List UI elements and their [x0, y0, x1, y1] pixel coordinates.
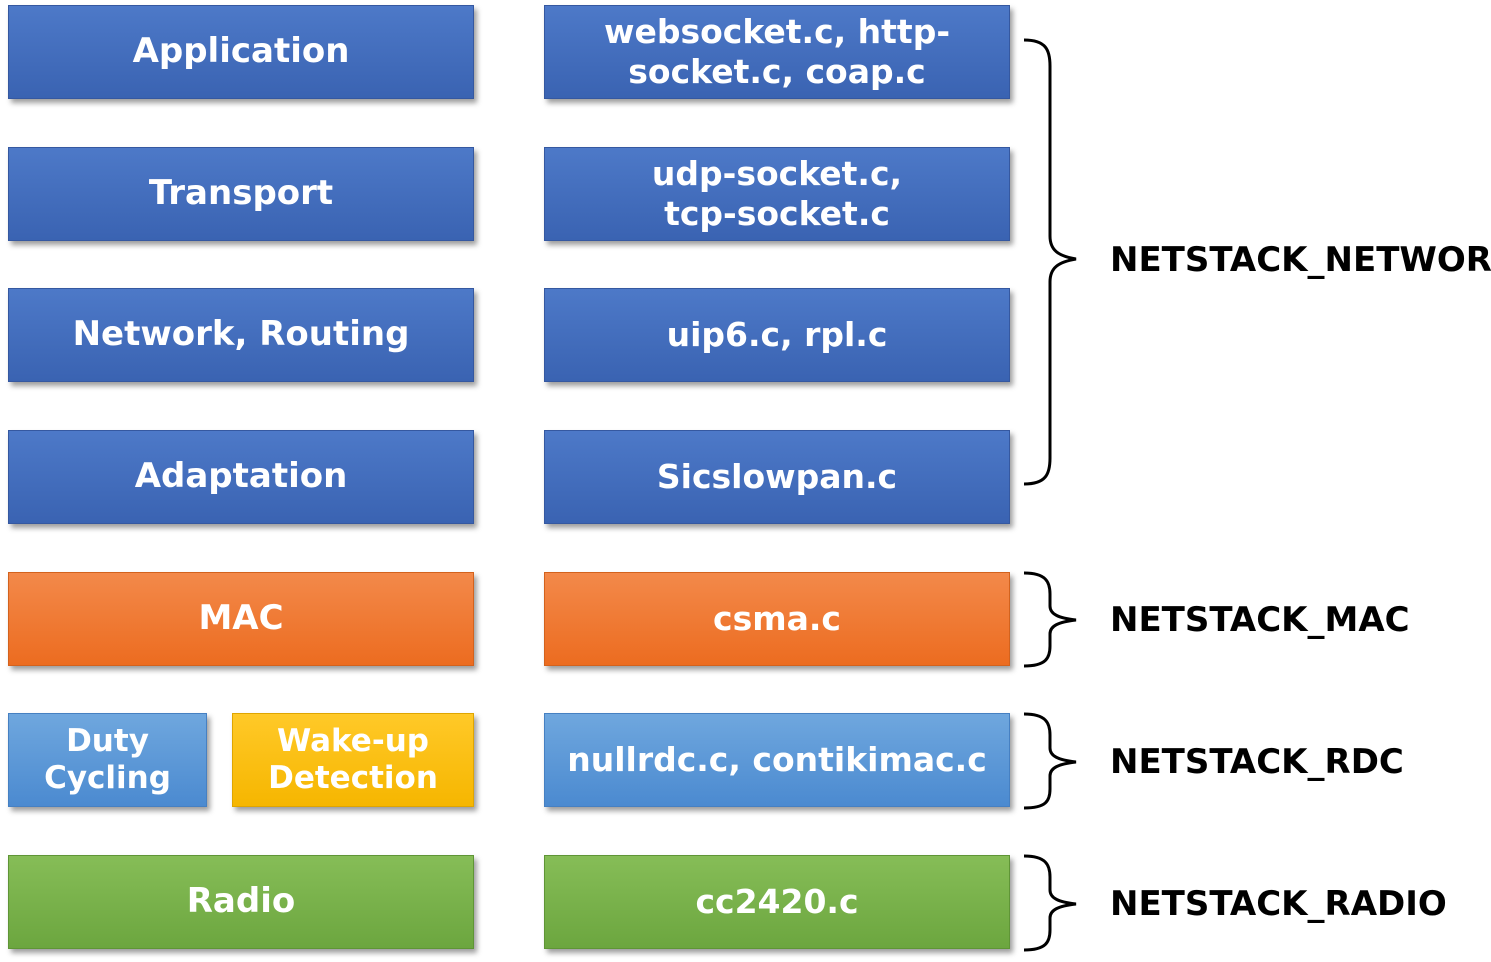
files-application: websocket.c, http-socket.c, coap.c: [544, 5, 1010, 99]
layer-application: Application: [8, 5, 474, 99]
layer-adaptation-label: Adaptation: [134, 456, 348, 497]
label-netstack-radio: NETSTACK_RADIO: [1110, 884, 1447, 924]
bracket-radio: [1023, 854, 1077, 952]
layer-duty-cycling: Duty Cycling: [8, 713, 207, 807]
files-radio-label: cc2420.c: [695, 881, 859, 921]
layer-transport-label: Transport: [148, 173, 334, 214]
files-rdc-label: nullrdc.c, contikimac.c: [567, 739, 987, 779]
label-netstack-mac: NETSTACK_MAC: [1110, 600, 1410, 640]
layer-duty-cycling-label: Duty Cycling: [44, 723, 171, 796]
layer-mac: MAC: [8, 572, 474, 666]
layer-transport: Transport: [8, 147, 474, 241]
layer-network: Network, Routing: [8, 288, 474, 382]
layer-mac-label: MAC: [198, 598, 284, 639]
layer-adaptation: Adaptation: [8, 430, 474, 524]
files-mac: csma.c: [544, 572, 1010, 666]
files-mac-label: csma.c: [713, 598, 841, 638]
layer-application-label: Application: [132, 31, 350, 72]
files-network: uip6.c, rpl.c: [544, 288, 1010, 382]
layer-radio-label: Radio: [186, 881, 296, 922]
label-netstack-network: NETSTACK_NETWORK: [1110, 240, 1491, 280]
bracket-network: [1023, 38, 1077, 486]
layer-wakeup-detection: Wake-up Detection: [232, 713, 474, 807]
files-transport-label: udp-socket.c, tcp-socket.c: [651, 153, 903, 233]
files-application-label: websocket.c, http-socket.c, coap.c: [603, 11, 951, 91]
label-netstack-rdc: NETSTACK_RDC: [1110, 742, 1404, 782]
bracket-rdc: [1023, 712, 1077, 810]
bracket-mac: [1023, 571, 1077, 668]
files-transport: udp-socket.c, tcp-socket.c: [544, 147, 1010, 241]
files-adaptation-label: Sicslowpan.c: [656, 456, 898, 496]
files-network-label: uip6.c, rpl.c: [666, 314, 888, 354]
files-adaptation: Sicslowpan.c: [544, 430, 1010, 524]
files-radio: cc2420.c: [544, 855, 1010, 949]
layer-wakeup-detection-label: Wake-up Detection: [268, 723, 438, 796]
layer-radio: Radio: [8, 855, 474, 949]
layer-network-label: Network, Routing: [72, 314, 410, 355]
files-rdc: nullrdc.c, contikimac.c: [544, 713, 1010, 807]
